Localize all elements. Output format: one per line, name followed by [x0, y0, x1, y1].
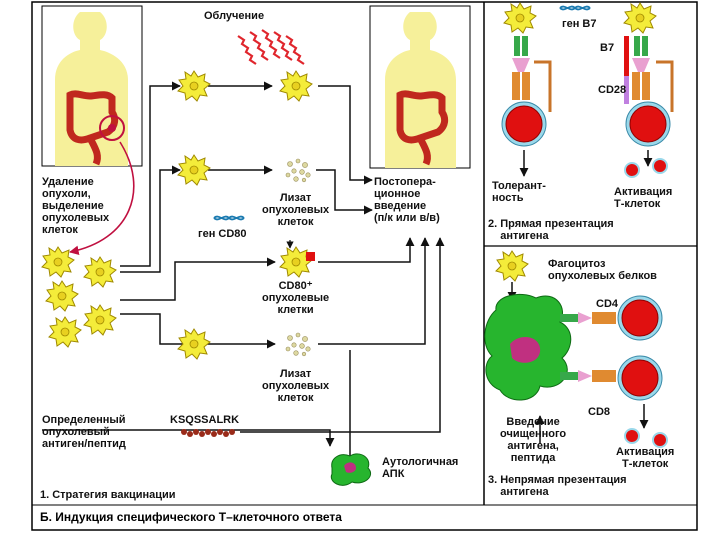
flow-arrow	[240, 237, 445, 433]
gene-cd80-label: ген CD80	[198, 228, 247, 240]
phagocytosis-label: Фагоцитоз опухолевых белков	[548, 258, 657, 282]
direct-presentation-caption: 2. Прямая презентация антигена	[488, 218, 614, 242]
t-cell	[501, 101, 547, 147]
activated-t-cells	[624, 428, 668, 448]
tumor-cell	[503, 2, 537, 34]
strategy-caption: 1. Стратегия вакцинации	[40, 489, 176, 501]
t-cell	[617, 355, 663, 401]
t-cell	[625, 101, 671, 147]
cd4-label: CD4	[596, 298, 619, 310]
cd80-marker	[306, 252, 315, 261]
extraction-arrow	[69, 141, 135, 256]
tumor-cell	[177, 70, 211, 102]
tumor-cell	[45, 280, 79, 312]
outer-frame	[31, 1, 698, 531]
patient-torso-right	[369, 5, 471, 169]
tumor-cell	[83, 256, 117, 288]
tumor-cell	[495, 250, 529, 282]
gene-b7-label: ген B7	[562, 18, 597, 30]
tumor-removal-label: Удаление опухоли, выделение опухолевых к…	[42, 176, 110, 236]
purified-antigen-label: Введение очищенного антигена, пептида	[500, 416, 567, 464]
mhc-complex-left	[512, 36, 552, 112]
activation-label: Активация Т-клеток	[616, 446, 675, 470]
cd8-complex	[560, 370, 616, 382]
lysate-label: Лизат опухолевых клеток	[262, 192, 330, 228]
autologous-apc	[330, 453, 372, 486]
radiation-waves	[237, 29, 305, 65]
cd28-label: CD28	[598, 84, 627, 96]
apc-cell-large	[484, 294, 572, 401]
patient-torso-left	[41, 5, 143, 167]
b7-tumor-cell	[623, 2, 657, 34]
irradiation-label: Облучение	[204, 10, 265, 22]
cd80-cells-label: CD80⁺ опухолевые клетки	[262, 280, 330, 316]
activated-t-cells	[624, 158, 668, 178]
defined-antigen-label: Определенный опухолевый антиген/пептид	[42, 414, 126, 450]
lysate-particles	[285, 158, 311, 183]
peptide-chain	[181, 429, 235, 437]
cd8-label: CD8	[588, 406, 611, 418]
dna-icon	[213, 215, 245, 221]
flow-arrow	[120, 165, 181, 273]
lysate-label: Лизат опухолевых клеток	[262, 368, 330, 404]
dna-icon	[559, 5, 591, 11]
tumor-cell	[83, 304, 117, 336]
indirect-presentation-caption: 3. Непрямая презентация антигена	[488, 474, 627, 498]
cd80-cell	[279, 246, 313, 278]
t-cell	[617, 295, 663, 341]
flow-arrow	[120, 313, 276, 349]
postop-label: Постопера- ционное введение (п/к или в/в…	[374, 176, 440, 224]
tolerance-label: Толерант- ность	[492, 180, 546, 204]
irradiated-cell	[279, 70, 313, 102]
flow-arrow	[318, 237, 415, 263]
flow-arrow	[318, 85, 373, 185]
autologous-apc-label: Аутологичная АПК	[382, 456, 459, 480]
lysate-particles	[285, 332, 311, 357]
tumor-cell	[177, 154, 211, 186]
activation-label: Активация Т-клеток	[614, 186, 673, 210]
tumor-cell	[177, 328, 211, 360]
flow-arrow	[42, 429, 335, 447]
cd4-complex	[560, 312, 616, 324]
tumor-cell	[41, 246, 75, 278]
flow-arrow	[120, 257, 276, 301]
b7-label: B7	[600, 42, 615, 54]
flow-arrow	[318, 237, 430, 345]
mhc-complex-right	[624, 36, 674, 112]
flow-arrow	[316, 169, 373, 215]
flow-arrow	[120, 81, 181, 267]
tumor-cell	[48, 316, 82, 348]
main-title: Б. Индукция специфического Т–клеточного …	[40, 510, 342, 524]
peptide-sequence: KSQSSALRK	[170, 414, 240, 426]
